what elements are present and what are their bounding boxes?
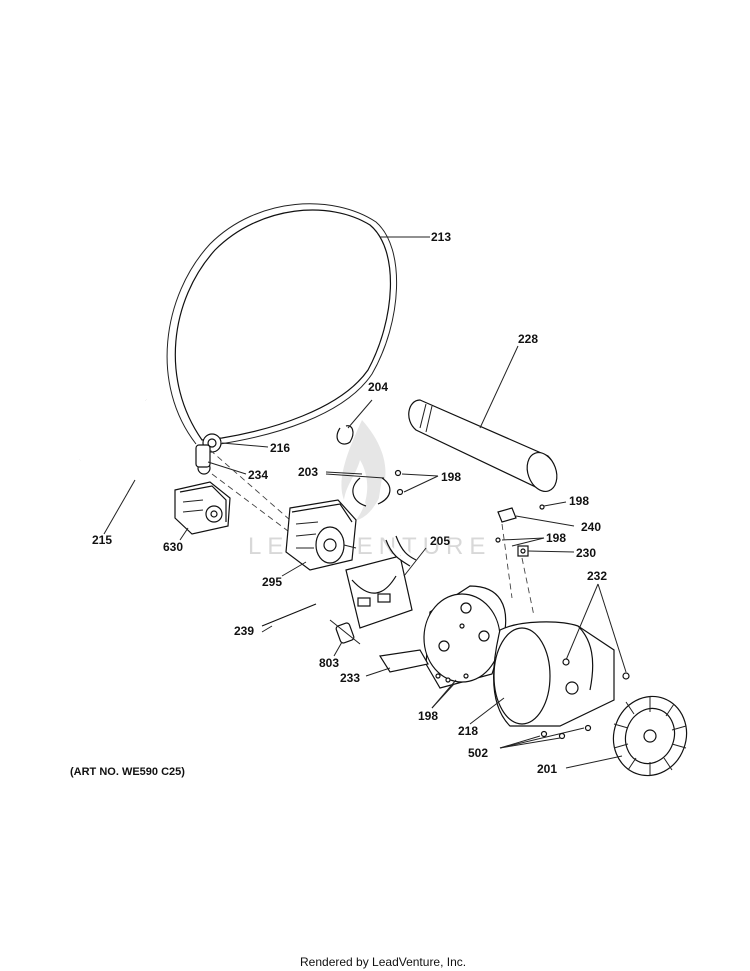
callout-230: 230	[576, 546, 596, 560]
motor-clip[interactable]	[336, 425, 354, 445]
callout-218: 218	[458, 724, 478, 738]
callout-204: 204	[368, 380, 388, 394]
callout-216: 216	[270, 441, 290, 455]
callout-201: 201	[537, 762, 557, 776]
callout-198-a: 198	[441, 470, 461, 484]
motor-clamp-right[interactable]	[377, 477, 391, 505]
callout-295: 295	[262, 575, 282, 589]
lint-duct[interactable]	[408, 399, 562, 496]
hardware-240[interactable]	[497, 507, 517, 523]
callout-215: 215	[92, 533, 112, 547]
callout-630: 630	[163, 540, 183, 554]
callout-213: 213	[431, 230, 451, 244]
drive-motor[interactable]	[285, 499, 357, 571]
bracket[interactable]	[379, 649, 429, 673]
callouts: 213 228 204 216 234 203 198 198 240 198 …	[92, 230, 607, 776]
motor-support[interactable]	[174, 481, 231, 535]
watermark-text: LEADVENTURE	[248, 533, 491, 560]
callout-803: 803	[319, 656, 339, 670]
drive-belt[interactable]	[174, 209, 392, 441]
tension-rod[interactable]	[261, 603, 317, 627]
callout-234: 234	[248, 468, 268, 482]
callout-232: 232	[587, 569, 607, 583]
callout-240: 240	[581, 520, 601, 534]
callout-502: 502	[468, 746, 488, 760]
art-number: (ART NO. WE590 C25)	[70, 766, 185, 778]
hardware-230[interactable]	[517, 545, 529, 557]
callout-228: 228	[518, 332, 538, 346]
callout-203: 203	[298, 465, 318, 479]
idler-pulley[interactable]	[195, 433, 222, 475]
blower-housing[interactable]	[493, 621, 615, 727]
callout-239: 239	[234, 624, 254, 638]
fitting[interactable]	[329, 619, 361, 645]
footer-credit: Rendered by LeadVenture, Inc.	[300, 955, 466, 969]
callout-198-d: 198	[418, 709, 438, 723]
motor-mount[interactable]	[345, 535, 417, 629]
motor-clamp-left[interactable]	[352, 477, 367, 507]
callout-198-b: 198	[569, 494, 589, 508]
rear-bulkhead[interactable]	[423, 585, 507, 689]
blower-wheel[interactable]	[602, 686, 697, 786]
callout-233: 233	[340, 671, 360, 685]
callout-198-c: 198	[546, 531, 566, 545]
callout-205: 205	[430, 534, 450, 548]
